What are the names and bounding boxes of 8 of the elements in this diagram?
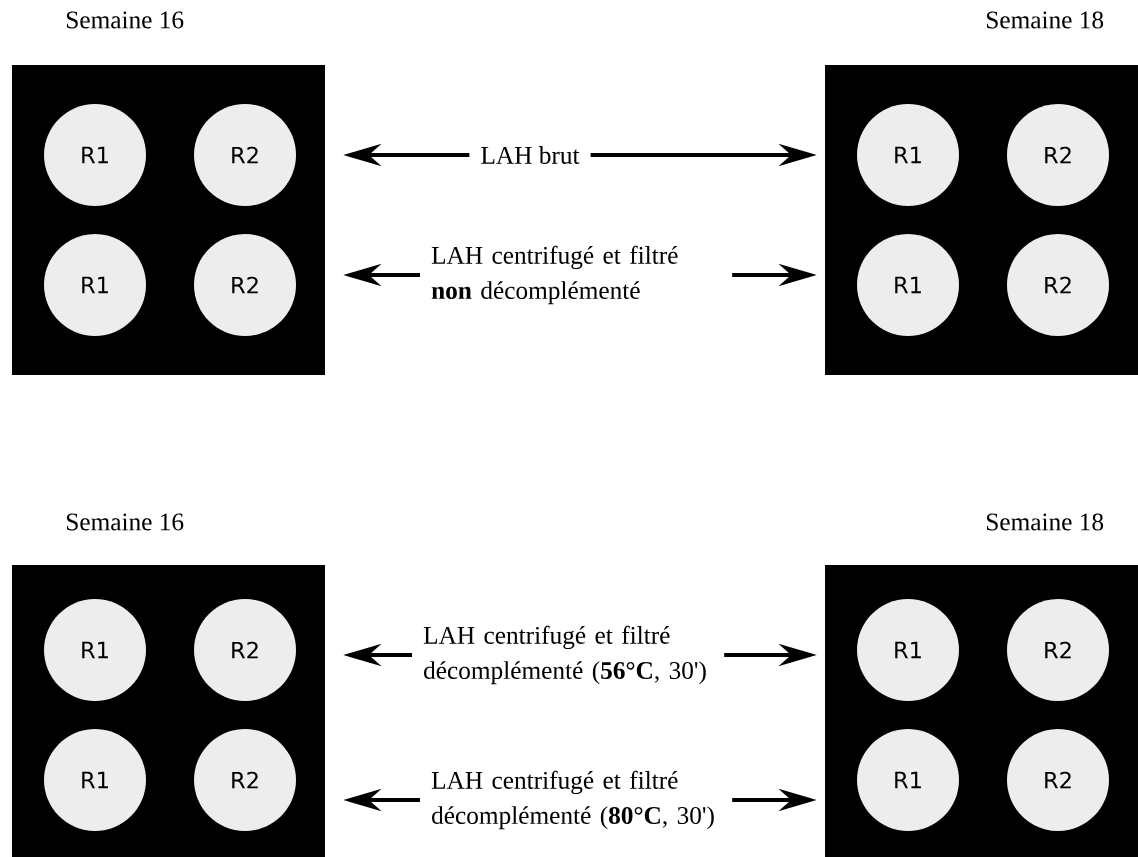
plate-heading: Semaine 16 — [67, 11, 184, 29]
condition-text: LAH centrifugé et filtré décomplémenté (80°C, 30') — [431, 770, 714, 830]
plate-heading: Semaine 18 — [987, 513, 1104, 531]
plate-heading: Semaine 16 — [67, 513, 184, 531]
plate-heading: Semaine 18 — [987, 11, 1104, 29]
condition-text: LAH centrifugé et filtré décomplémenté (56°C, 30') — [423, 625, 706, 685]
condition-text: LAH brut — [481, 146, 580, 164]
condition-text: LAH centrifugé et filtré non décomplémenté — [431, 245, 678, 305]
